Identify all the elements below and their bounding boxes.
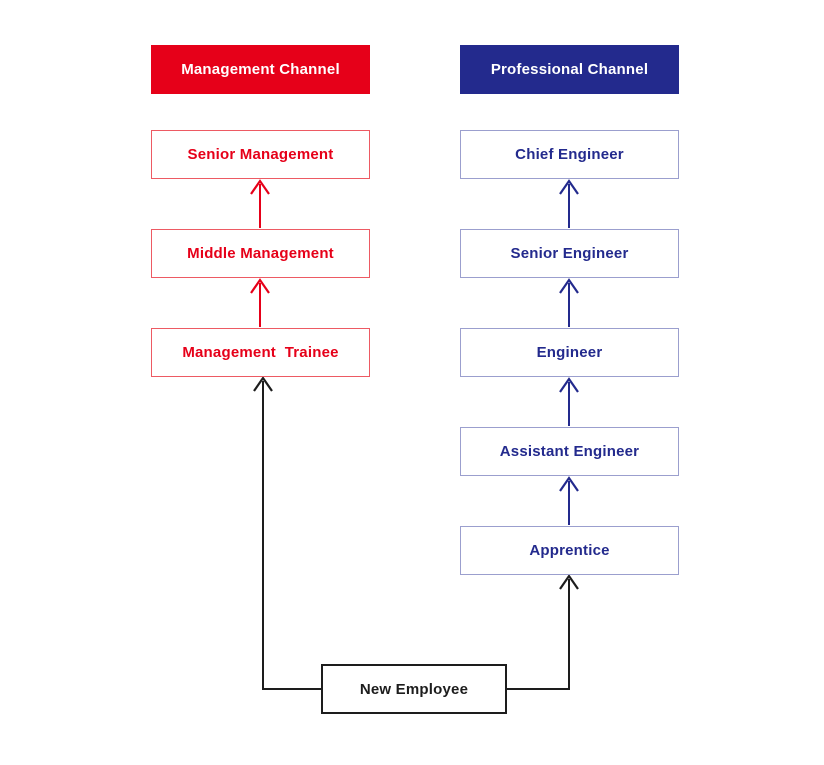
node-senior-engineer: Senior Engineer bbox=[460, 229, 679, 278]
entry-right-connector bbox=[507, 579, 570, 690]
node-assistant-engineer: Assistant Engineer bbox=[460, 427, 679, 476]
node-engineer: Engineer bbox=[460, 328, 679, 377]
node-senior-management: Senior Management bbox=[151, 130, 370, 179]
node-middle-management: Middle Management bbox=[151, 229, 370, 278]
node-management-trainee: Management Trainee bbox=[151, 328, 370, 377]
node-chief-engineer: Chief Engineer bbox=[460, 130, 679, 179]
node-apprentice: Apprentice bbox=[460, 526, 679, 575]
arrow-prof-1-head bbox=[559, 179, 579, 195]
arrow-prof-4-head bbox=[559, 476, 579, 492]
arrow-prof-2-head bbox=[559, 278, 579, 294]
management-channel-header: Management Channel bbox=[151, 45, 370, 94]
arrow-mgmt-2-head bbox=[250, 278, 270, 294]
entry-left-arrowhead bbox=[253, 376, 273, 392]
professional-channel-header: Professional Channel bbox=[460, 45, 679, 94]
node-new-employee: New Employee bbox=[321, 664, 507, 714]
arrow-mgmt-1-head bbox=[250, 179, 270, 195]
entry-left-connector bbox=[262, 381, 321, 690]
entry-right-arrowhead bbox=[559, 574, 579, 590]
arrow-prof-3-head bbox=[559, 377, 579, 393]
